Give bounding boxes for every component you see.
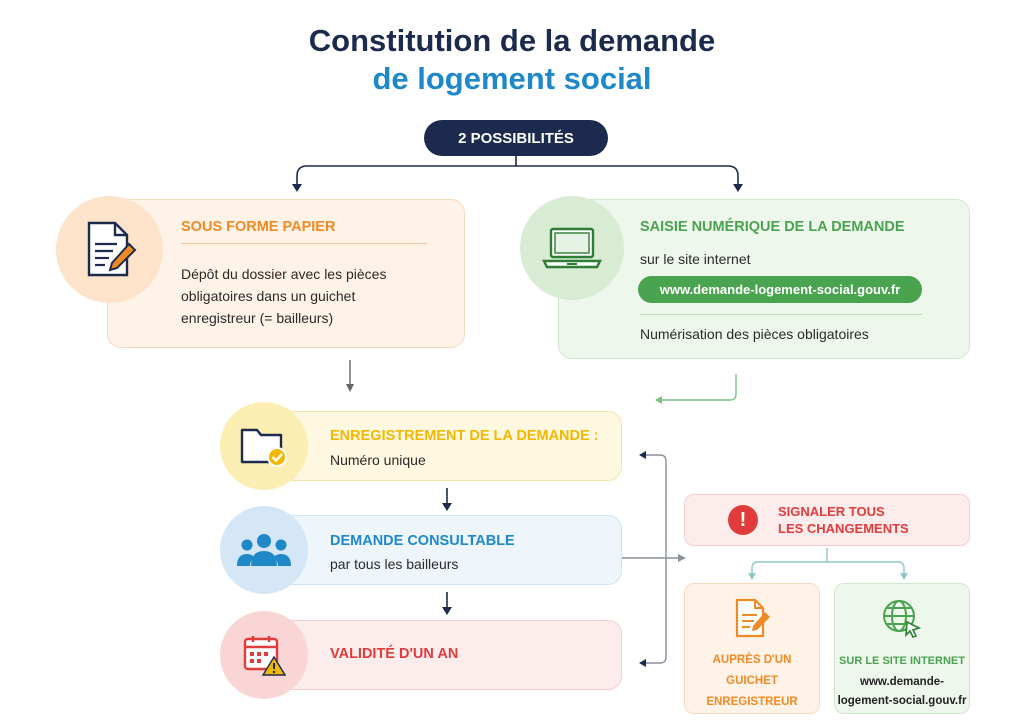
globe-cursor-icon bbox=[883, 600, 922, 638]
step-consultable-text: par tous les bailleurs bbox=[330, 556, 459, 572]
digital-footer: Numérisation des pièces obligatoires bbox=[640, 326, 869, 342]
web-url-line-1[interactable]: www.demande- bbox=[860, 676, 944, 688]
laptop-icon bbox=[542, 227, 602, 269]
document-pen-icon bbox=[87, 221, 136, 276]
step-registration-text: Numéro unique bbox=[330, 452, 426, 468]
step-consultable-heading: DEMANDE CONSULTABLE bbox=[330, 533, 515, 549]
paper-divider bbox=[181, 243, 427, 244]
paper-option-card bbox=[107, 199, 465, 348]
digital-subtext: sur le site internet bbox=[640, 251, 751, 267]
paper-text: Dépôt du dossier avec les pièces obligat… bbox=[181, 266, 387, 326]
changes-heading-line-2: LES CHANGEMENTS bbox=[778, 521, 909, 536]
digital-url-link[interactable]: www.demande-logement-social.gouv.fr bbox=[638, 276, 922, 303]
step-validity-heading: VALIDITÉ D'UN AN bbox=[330, 646, 459, 662]
paper-heading: SOUS FORME PAPIER bbox=[181, 219, 336, 235]
guichet-line-2: GUICHET bbox=[726, 675, 778, 687]
digital-icon-circle bbox=[520, 196, 624, 300]
changes-web-card bbox=[834, 583, 970, 714]
web-url-line-2[interactable]: logement-social.gouv.fr bbox=[837, 695, 967, 707]
step-consultable-card bbox=[262, 515, 622, 585]
possibilities-badge: 2 POSSIBILITÉS bbox=[424, 120, 608, 156]
folder-check-icon bbox=[240, 428, 287, 467]
step-consultable-icon-circle bbox=[220, 506, 308, 594]
changes-heading-line-1: SIGNALER TOUS bbox=[778, 504, 885, 519]
calendar-warning-icon bbox=[243, 636, 286, 676]
step-validity-icon-circle bbox=[220, 611, 308, 699]
title-line-2: de logement social bbox=[372, 61, 652, 96]
step-registration-icon-circle bbox=[220, 402, 308, 490]
paper-icon-circle bbox=[56, 196, 163, 303]
guichet-line-1: AUPRÈS D'UN bbox=[712, 654, 792, 666]
guichet-line-3: ENREGISTREUR bbox=[706, 696, 798, 708]
users-icon bbox=[237, 534, 291, 566]
step-validity-card bbox=[262, 620, 622, 690]
digital-divider bbox=[640, 314, 922, 315]
title-line-1: Constitution de la demande bbox=[308, 23, 716, 58]
step-registration-heading: ENREGISTREMENT DE LA DEMANDE : bbox=[330, 428, 599, 444]
web-heading: SUR LE SITE INTERNET bbox=[839, 655, 965, 667]
exclamation-icon: ! bbox=[728, 505, 758, 535]
document-pen-icon bbox=[735, 598, 770, 638]
digital-heading: SAISIE NUMÉRIQUE DE LA DEMANDE bbox=[640, 219, 905, 235]
step-registration-card bbox=[262, 411, 622, 481]
